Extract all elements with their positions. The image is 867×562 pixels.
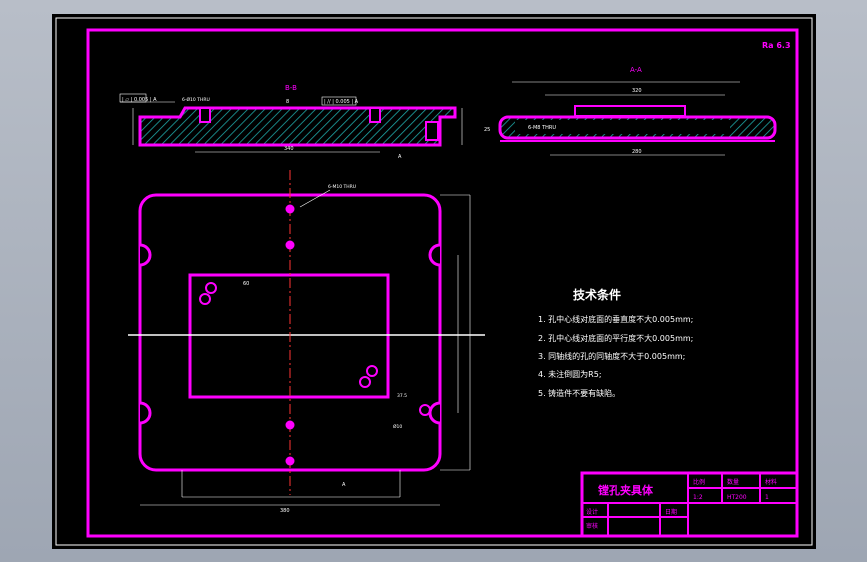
roughness-note: Ra 6.3 bbox=[762, 41, 791, 50]
tech-item-2: 2. 孔中心线对底面的平行度不大0.005mm; bbox=[538, 333, 693, 343]
tech-item-3: 3. 同轴线的孔的同轴度不大于0.005mm; bbox=[538, 351, 685, 361]
tb-label-designer: 设计 bbox=[586, 508, 598, 516]
front-dim-bottom: 340 bbox=[284, 146, 294, 152]
side-dim-bottom: 280 bbox=[632, 149, 642, 155]
section-mark: A bbox=[398, 154, 402, 160]
hole-bottom bbox=[285, 456, 295, 466]
tech-item-1: 1. 孔中心线对底面的垂直度不大0.005mm; bbox=[538, 314, 693, 324]
notch-left-bottom bbox=[139, 401, 152, 425]
front-section-body bbox=[138, 106, 457, 147]
chamfer-note: Ø10 bbox=[393, 423, 402, 430]
front-slot-right bbox=[369, 107, 381, 123]
pin-dim-spacing: 60 bbox=[243, 281, 249, 287]
gdt-frame-parallel bbox=[321, 96, 357, 106]
hole-callout-plan: 6-M10 THRU bbox=[328, 184, 356, 190]
tb-cell-5: HT200 bbox=[727, 494, 747, 501]
plan-dim-width: 380 bbox=[280, 508, 290, 514]
hole-upper bbox=[285, 240, 295, 250]
gdt-flatness-text: | ▱ | 0.005 | A bbox=[122, 97, 157, 103]
front-section-view: B-B | ▱ | 0.005 | A | // | 0.005 | A 6-Ø… bbox=[119, 84, 463, 160]
tech-title: 技术条件 bbox=[573, 287, 621, 302]
tb-cell-6: 1 bbox=[765, 494, 769, 501]
hole-top bbox=[285, 204, 295, 214]
tb-cell-1: 比例 bbox=[693, 478, 705, 486]
tech-item-5: 5. 铸造件不要有缺陷。 bbox=[538, 388, 620, 398]
title-block: 镗孔夹具体 比例 数量 材料 1:2 HT200 1 设计 审核 日期 bbox=[580, 471, 799, 538]
plan-view: 380 60 6-M10 THRU 37.5 Ø10 A bbox=[128, 170, 485, 514]
outer-frame bbox=[55, 17, 813, 546]
side-dim-height: 25 bbox=[484, 127, 490, 133]
front-bore bbox=[425, 121, 439, 141]
gdt-parallel-text: | // | 0.005 | A bbox=[324, 99, 359, 105]
front-dim-top: 8 bbox=[286, 99, 289, 105]
drawing-background bbox=[52, 14, 816, 549]
technical-requirements: 技术条件 1. 孔中心线对底面的垂直度不大0.005mm; 2. 孔中心线对底面… bbox=[538, 287, 693, 398]
plan-pocket bbox=[188, 273, 390, 399]
pin-upper-left-b bbox=[199, 293, 211, 305]
side-view-label: A-A bbox=[630, 66, 642, 74]
notch-left-top bbox=[139, 243, 152, 267]
tb-cell-4: 1:2 bbox=[693, 494, 703, 501]
front-slot-left bbox=[199, 107, 211, 123]
side-dim-top: 320 bbox=[632, 88, 642, 94]
part-name: 镗孔夹具体 bbox=[598, 483, 654, 497]
corner-hole bbox=[419, 404, 431, 416]
tb-label-date: 日期 bbox=[665, 508, 677, 516]
tb-cell-2: 数量 bbox=[727, 478, 739, 486]
front-view-label: B-B bbox=[285, 84, 297, 92]
tb-label-reviewer: 审核 bbox=[586, 522, 598, 530]
angle-note: 37.5 bbox=[397, 393, 407, 399]
hole-lower bbox=[285, 420, 295, 430]
pin-upper-left-a bbox=[205, 282, 217, 294]
inner-border bbox=[86, 28, 799, 538]
notch-right-bottom bbox=[428, 401, 441, 425]
tech-item-4: 4. 未注倒圆为R5; bbox=[538, 369, 602, 379]
pin-lower-right-a bbox=[366, 365, 378, 377]
plan-section-mark: A bbox=[342, 482, 346, 488]
tb-cell-3: 材料 bbox=[765, 478, 777, 486]
hole-callout-front: 6-Ø10 THRU bbox=[182, 96, 210, 103]
notch-right-top bbox=[428, 243, 441, 267]
side-hole-note: 6-M8 THRU bbox=[528, 125, 556, 131]
pin-lower-right-b bbox=[359, 376, 371, 388]
gdt-frame-flatness bbox=[119, 93, 147, 103]
side-view: A-A 320 6-M8 THRU 280 25 bbox=[484, 66, 777, 156]
